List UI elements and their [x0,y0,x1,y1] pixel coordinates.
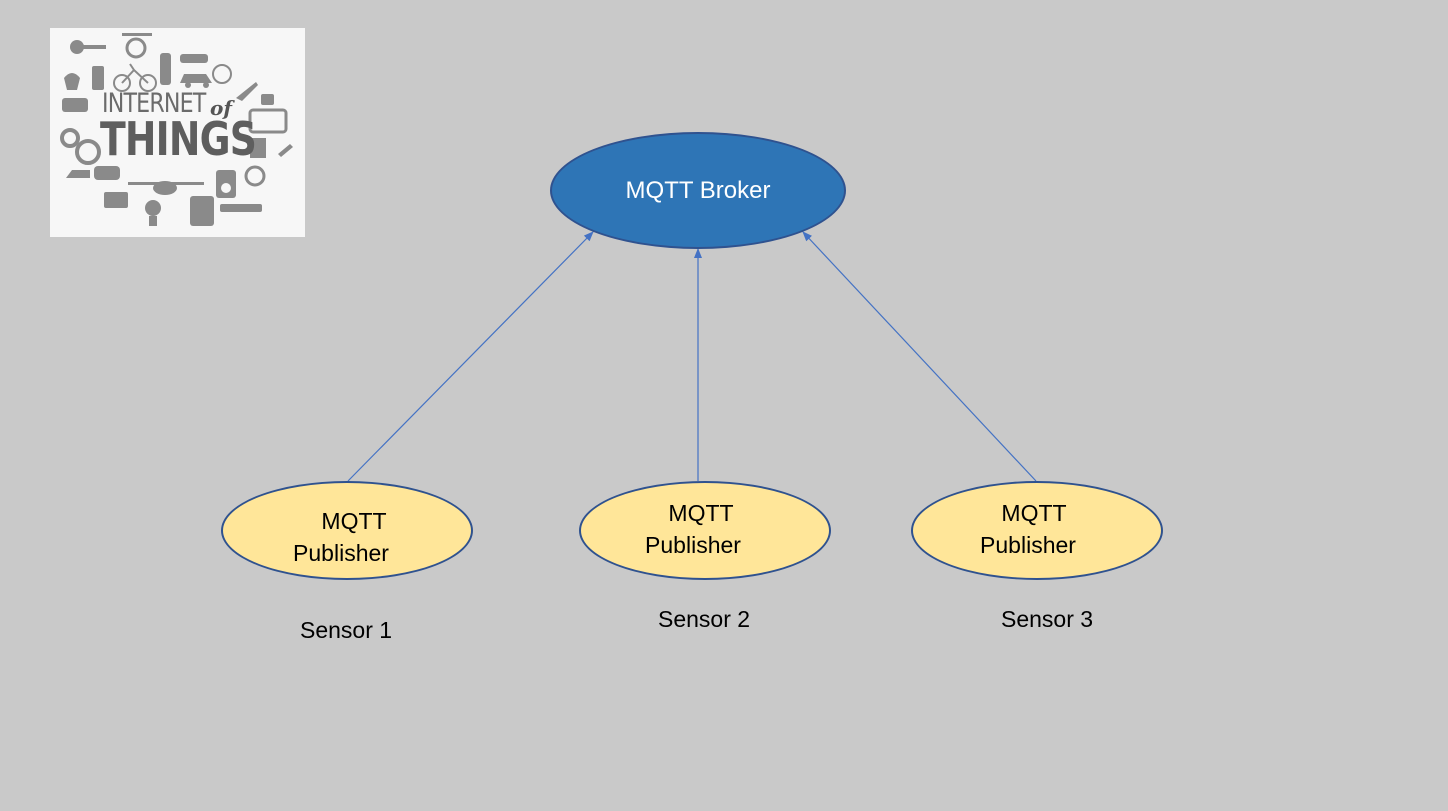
mqtt-broker-node: MQTT Broker [550,132,846,249]
logo-word-of: of [210,96,232,120]
mqtt-publisher-node-1: MQTT Publisher [221,481,473,580]
mqtt-broker-label: MQTT Broker [625,176,771,204]
logo-word-internet: INTERNET [102,88,206,119]
internet-of-things-logo: INTERNET of THINGS [50,28,305,237]
sensor-1-label: Sensor 1 [300,617,393,643]
publisher-1-line1: MQTT [321,507,387,534]
publisher-2-line2: Publisher [645,531,741,558]
arrow-sensor-3-to-broker [802,231,1037,482]
mqtt-publisher-node-2: MQTT Publisher [579,481,831,580]
arrow-sensor-1-to-broker [347,231,594,482]
iot-icon-collage [60,33,293,226]
publisher-1-line2: Publisher [293,539,389,566]
publisher-2-line1: MQTT [668,499,734,526]
publisher-3-line1: MQTT [1001,499,1067,526]
mqtt-publisher-node-3: MQTT Publisher [911,481,1163,580]
publisher-3-line2: Publisher [980,531,1076,558]
sensor-3-label: Sensor 3 [1001,606,1094,632]
sensor-2-label: Sensor 2 [658,606,751,632]
logo-word-things: THINGS [100,112,257,166]
